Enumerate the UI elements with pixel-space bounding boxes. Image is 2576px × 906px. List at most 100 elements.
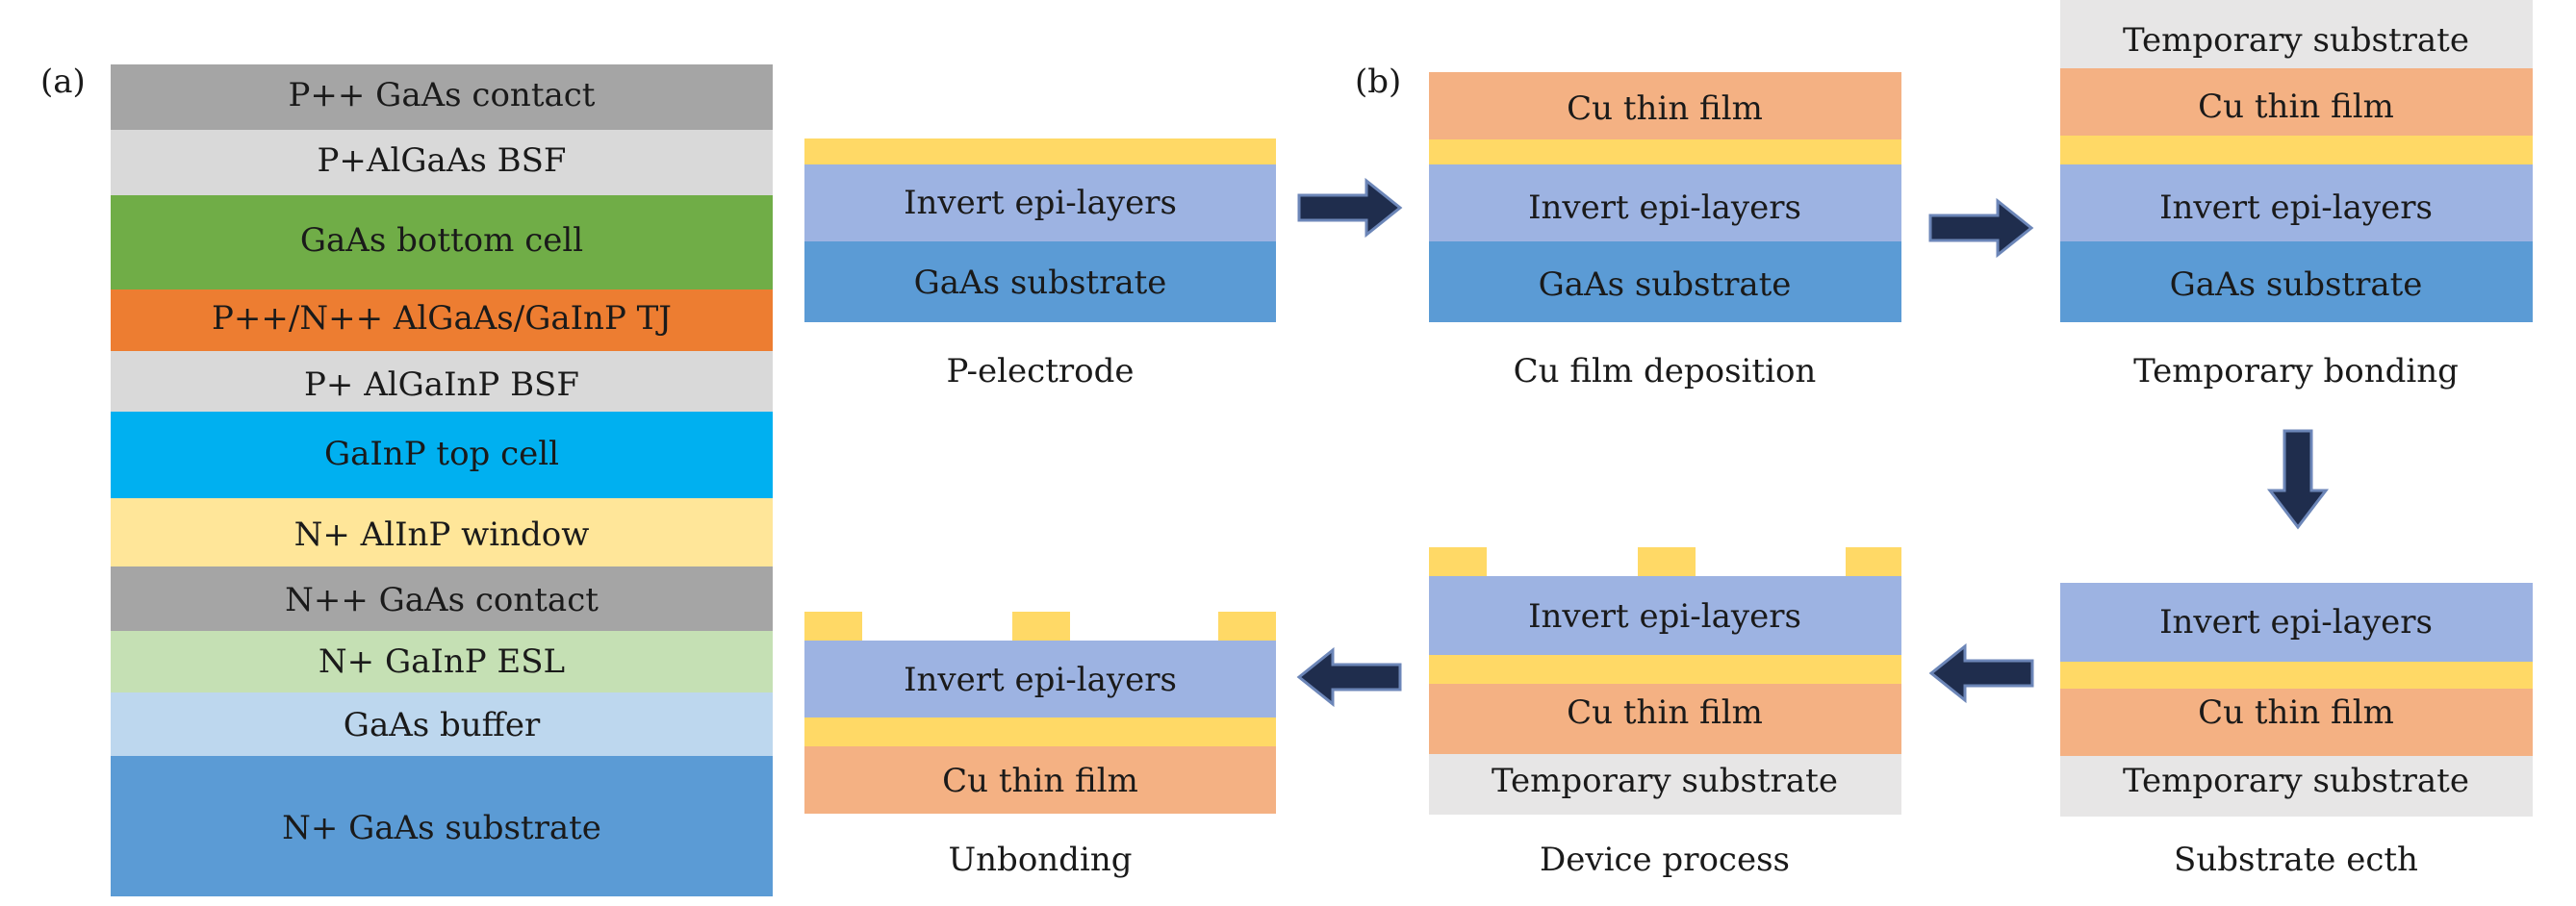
stack-layer: N+ GaInP ESL (111, 631, 773, 692)
layer-label: P++/N++ AlGaAs/GaInP TJ (212, 299, 672, 338)
step-caption: Substrate ecth (2174, 841, 2418, 879)
stack-layer: GaAs buffer (111, 692, 773, 756)
layer-rect (111, 498, 773, 566)
layer-rect (111, 289, 773, 351)
layer-label: N+ GaAs substrate (282, 809, 601, 847)
cu-layer (2060, 68, 2533, 136)
temporary-substrate-layer (1429, 754, 1901, 815)
substrate-layer (804, 241, 1276, 322)
right-arrow-icon (1297, 177, 1403, 239)
epi-label: Invert epi-layers (1528, 597, 1801, 636)
step-p-electrode: Invert epi-layers GaAs substrate P-elect… (804, 138, 1276, 390)
stack-layer: N+ AlInP window (111, 498, 773, 566)
electrode-layer (2060, 662, 2533, 689)
layer-rect (111, 756, 773, 896)
contact-pad (1218, 612, 1276, 641)
substrate-label: GaAs substrate (2170, 265, 2423, 304)
substrate-label: GaAs substrate (1539, 265, 1792, 304)
electrode-layer (1429, 655, 1901, 684)
layer-label: P++ GaAs contact (289, 76, 596, 114)
layer-rect (111, 412, 773, 498)
stack-layer: GaInP top cell (111, 412, 773, 498)
layer-rect (111, 351, 773, 412)
layer-label: N+ GaInP ESL (319, 642, 565, 681)
substrate-layer (1429, 241, 1901, 322)
epi-layer (1429, 576, 1901, 655)
step-caption: Temporary bonding (2133, 352, 2459, 390)
layer-label: GaAs bottom cell (300, 221, 583, 260)
down-arrow-icon (2266, 429, 2330, 530)
contact-pad (1012, 612, 1070, 641)
step-cu-deposition: Cu thin film Invert epi-layers GaAs subs… (1429, 72, 1901, 390)
electrode-layer (804, 717, 1276, 746)
cu-label: Cu thin film (1567, 89, 1763, 128)
stack-layer: P+ AlGaInP BSF (111, 351, 773, 412)
cu-label: Cu thin film (942, 762, 1138, 800)
contact-pad (1429, 547, 1487, 576)
step-caption: Device process (1540, 841, 1790, 879)
step-caption: Unbonding (949, 841, 1133, 879)
epi-label: Invert epi-layers (1528, 189, 1801, 227)
stack-layer: P++ GaAs contact (111, 64, 773, 130)
contact-pad (804, 612, 862, 641)
epi-layer (2060, 164, 2533, 241)
layer-stack: P++ GaAs contact P+AlGaAs BSF GaAs botto… (111, 64, 773, 896)
epi-label: Invert epi-layers (904, 661, 1177, 699)
right-arrow-icon (1928, 197, 2034, 259)
step-caption: Cu film deposition (1514, 352, 1817, 390)
electrode-layer (2060, 136, 2533, 164)
stack-layer: P++/N++ AlGaAs/GaInP TJ (111, 289, 773, 351)
step-unbonding: Invert epi-layers Cu thin film Unbonding (804, 612, 1276, 879)
step-device-process: Invert epi-layers Cu thin film Temporary… (1429, 547, 1901, 879)
cu-label: Cu thin film (1567, 693, 1763, 732)
cu-layer (1429, 72, 1901, 139)
layer-rect (111, 631, 773, 692)
electrode-layer (804, 138, 1276, 164)
temporary-substrate-layer (2060, 756, 2533, 817)
epi-layer (804, 164, 1276, 241)
layer-label: GaAs buffer (344, 706, 541, 744)
layer-rect (111, 64, 773, 130)
temporary-substrate-layer (2060, 0, 2533, 68)
cu-label: Cu thin film (2198, 693, 2394, 732)
temporary-label: Temporary substrate (1492, 762, 1838, 800)
cu-label: Cu thin film (2198, 88, 2394, 126)
cu-layer (2060, 689, 2533, 756)
layer-label: P+AlGaAs BSF (318, 141, 567, 180)
layer-label: GaInP top cell (324, 435, 559, 473)
step-temporary-bonding: Temporary substrate Cu thin film Invert … (2060, 0, 2533, 390)
layer-rect (111, 566, 773, 631)
substrate-label: GaAs substrate (914, 264, 1167, 302)
left-arrow-icon (1928, 642, 2034, 704)
substrate-layer (2060, 241, 2533, 322)
step-substrate-etch: Invert epi-layers Cu thin film Temporary… (2060, 583, 2533, 879)
epi-label: Invert epi-layers (2159, 603, 2433, 642)
layer-label: N++ GaAs contact (285, 581, 599, 619)
cu-layer (804, 746, 1276, 814)
contact-pad (1846, 547, 1901, 576)
temporary-label: Temporary substrate (2123, 21, 2469, 60)
cu-layer (1429, 684, 1901, 754)
temporary-label: Temporary substrate (2123, 762, 2469, 800)
epi-layer (1429, 164, 1901, 241)
epi-layer (2060, 583, 2533, 662)
layer-rect (111, 692, 773, 756)
epi-layer (804, 641, 1276, 717)
step-caption: P-electrode (947, 352, 1135, 390)
panel-b-label: (b) (1355, 63, 1401, 101)
panel-a-label: (a) (40, 63, 86, 101)
left-arrow-icon (1296, 646, 1402, 708)
layer-label: P+ AlGaInP BSF (304, 365, 579, 404)
stack-layer: GaAs bottom cell (111, 195, 773, 289)
contact-pad (1638, 547, 1696, 576)
layer-label: N+ AlInP window (294, 516, 590, 554)
stack-layer: P+AlGaAs BSF (111, 130, 773, 195)
electrode-layer (1429, 139, 1901, 164)
epi-label: Invert epi-layers (2159, 189, 2433, 227)
stack-layer: N+ GaAs substrate (111, 756, 773, 896)
layer-rect (111, 130, 773, 195)
epi-label: Invert epi-layers (904, 184, 1177, 222)
stack-layer: N++ GaAs contact (111, 566, 773, 631)
